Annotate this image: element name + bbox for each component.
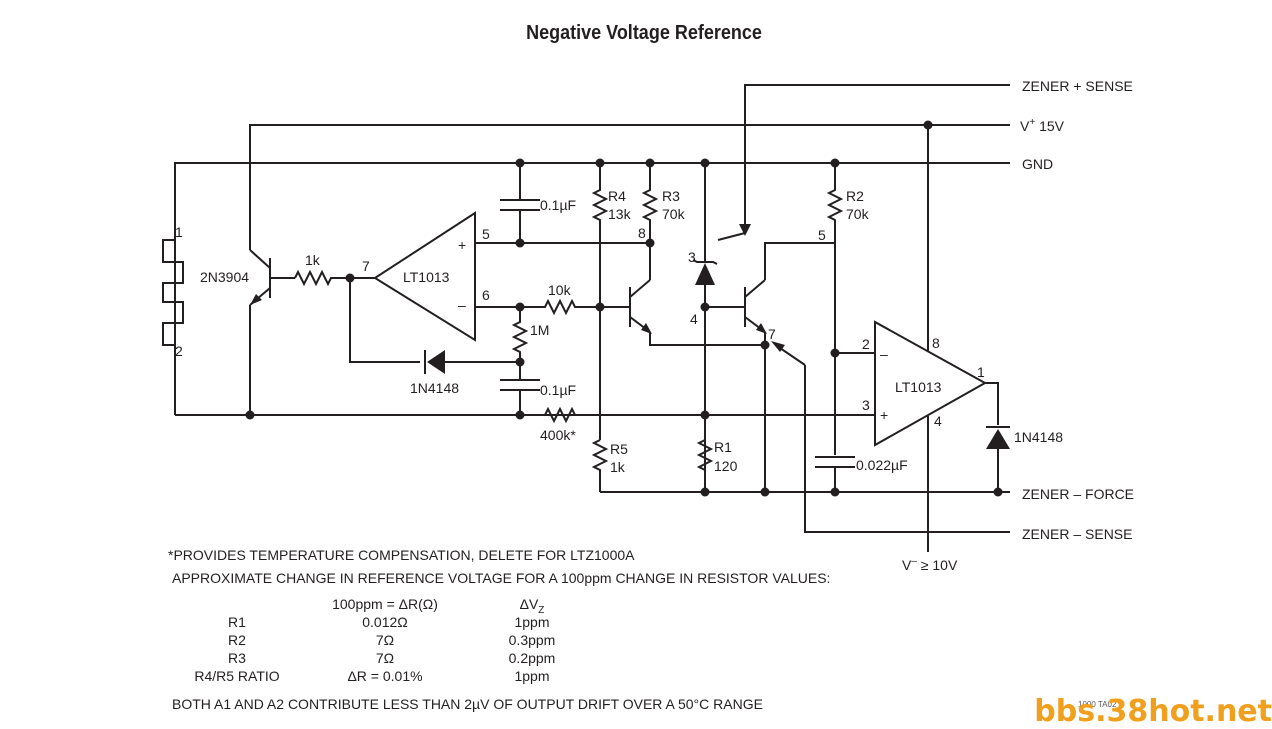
- resistor-r4: [591, 163, 609, 440]
- label-ltz-pin1: 1: [175, 224, 183, 240]
- page-title: Negative Voltage Reference: [526, 22, 762, 44]
- label-c2: 0.1µF: [540, 382, 576, 398]
- opamp-a2: [835, 125, 999, 552]
- label-pin7-right: 7: [768, 326, 776, 342]
- capacitor-0.022uf: [815, 456, 855, 492]
- label-a2-pin1: 1: [977, 364, 985, 380]
- label-1m: 1M: [530, 322, 549, 338]
- capacitor-0.1uf-bottom: [500, 362, 540, 415]
- label-a2-pin8: 8: [932, 335, 940, 351]
- label-pin8-left: 8: [638, 225, 646, 241]
- label-zener-plus-sense: ZENER + SENSE: [1022, 78, 1133, 94]
- resistor-r3: [641, 163, 659, 243]
- label-zener-minus-sense: ZENER – SENSE: [1022, 526, 1132, 542]
- watermark: bbs.38hot.net: [1034, 694, 1272, 729]
- label-1k-base: 1k: [305, 252, 321, 268]
- label-vminus: V– ≥ 10V: [902, 556, 958, 573]
- label-r2-val: 70k: [846, 206, 870, 222]
- label-c1: 0.1µF: [540, 197, 576, 213]
- label-10k: 10k: [548, 282, 572, 298]
- figure-code: 1000 TA02: [1078, 700, 1117, 709]
- label-zener-force: ZENER – FORCE: [1022, 486, 1134, 502]
- label-r3-val: 70k: [662, 206, 686, 222]
- label-r1-val: 120: [714, 458, 738, 474]
- ltz-transistor-left: [600, 243, 765, 346]
- diode-1n4148-right: [986, 426, 1010, 492]
- label-c3: 0.022µF: [856, 457, 908, 473]
- junction-dots: [245, 120, 1003, 497]
- ltz-transistor-right: [705, 242, 835, 492]
- label-a2-pin4: 4: [934, 413, 942, 429]
- label-r2-name: R2: [846, 188, 864, 204]
- resistor-10k: [520, 298, 600, 316]
- label-a2-pin3: 3: [862, 397, 870, 413]
- label-a2: LT1013: [895, 379, 942, 395]
- label-a1-pin7: 7: [362, 258, 370, 274]
- label-a2-pin2: 2: [862, 336, 870, 352]
- label-gnd: GND: [1022, 156, 1053, 172]
- label-a1-pin6: 6: [482, 287, 490, 303]
- label-d1: 1N4148: [410, 380, 459, 396]
- label-pin4: 4: [690, 311, 698, 327]
- label-a1-pin5: 5: [482, 226, 490, 242]
- ltz1000-heater: [162, 163, 184, 415]
- transistor-2n3904: [249, 233, 295, 415]
- note-approximate-change: APPROXIMATE CHANGE IN REFERENCE VOLTAGE …: [172, 570, 831, 586]
- label-ltz-pin2: 2: [175, 343, 183, 359]
- arrow-icon: [739, 224, 751, 236]
- label-r4-name: R4: [608, 188, 626, 204]
- resistor-1k: [294, 269, 350, 287]
- resistor-r1: [696, 430, 714, 480]
- label-pin5-right: 5: [818, 227, 826, 243]
- resistor-400k: [520, 406, 600, 424]
- opamp-a1: [350, 211, 650, 342]
- label-a1-minus: –: [458, 297, 466, 313]
- label-r4-val: 13k: [608, 206, 632, 222]
- label-a1-plus: +: [458, 237, 466, 253]
- label-r5-val: 1k: [610, 459, 626, 475]
- label-r3-name: R3: [662, 188, 680, 204]
- resistor-r2: [826, 163, 844, 455]
- label-r1-name: R1: [714, 439, 732, 455]
- label-a2-plus: +: [880, 407, 888, 423]
- label-pin3: 3: [688, 249, 696, 265]
- diode-1n4148-left: [424, 350, 520, 374]
- capacitor-0.1uf-top: [500, 163, 540, 243]
- label-a2-minus: –: [880, 346, 888, 362]
- label-d2: 1N4148: [1014, 429, 1063, 445]
- resistor-1m: [511, 307, 529, 362]
- label-r5-name: R5: [610, 441, 628, 457]
- resistor-r5: [591, 439, 609, 492]
- label-2n3904: 2N3904: [200, 269, 249, 285]
- label-vplus: V+ 15V: [1020, 117, 1065, 134]
- label-400k: 400k*: [540, 427, 576, 443]
- label-a1: LT1013: [403, 269, 450, 285]
- note-drift: BOTH A1 AND A2 CONTRIBUTE LESS THAN 2µV …: [172, 696, 763, 712]
- note-temperature-compensation: *PROVIDES TEMPERATURE COMPENSATION, DELE…: [168, 547, 635, 563]
